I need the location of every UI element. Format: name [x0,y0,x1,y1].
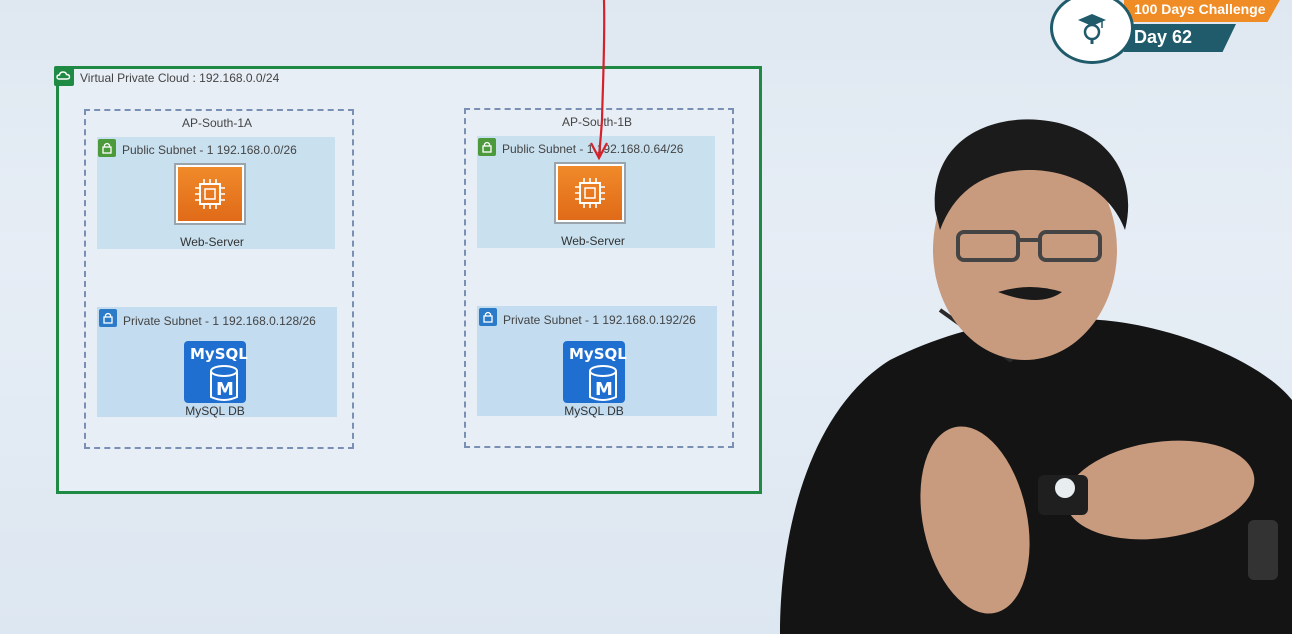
graduation-cap-icon [1078,14,1106,44]
challenge-title: 100 Days Challenge [1134,1,1266,17]
day-label: Day 62 [1134,27,1193,47]
cloud-icon [54,66,74,86]
public-subnet-b-label: Public Subnet - 1 192.168.0.64/26 [502,142,684,156]
mysql-db-a-label: MySQL DB [185,404,245,418]
vpc-label: Virtual Private Cloud : 192.168.0.0/24 [80,71,280,85]
presenter-figure [780,119,1292,634]
mysql-db-icon: MySQL M [563,341,627,403]
lock-icon [98,139,116,157]
lock-icon [479,308,497,326]
chip-icon [575,178,605,208]
public-subnet-a-label: Public Subnet - 1 192.168.0.0/26 [122,143,297,157]
private-subnet-a-label: Private Subnet - 1 192.168.0.128/26 [123,314,316,328]
mysql-logo-text: MySQL [190,345,248,363]
mysql-badge-letter: M [595,379,613,400]
mysql-db-icon: MySQL M [184,341,248,403]
zone-b-label: AP-South-1B [561,115,633,129]
day-banner [1124,24,1236,52]
ec2-instance-b [554,162,626,224]
zone-a-label: AP-South-1A [181,116,253,130]
lock-icon [478,138,496,156]
mysql-logo-text: MySQL [569,345,627,363]
mysql-db-b-label: MySQL DB [564,404,624,418]
private-subnet-b-label: Private Subnet - 1 192.168.0.192/26 [503,313,696,327]
availability-zone-a [84,109,354,449]
chip-icon [195,179,225,209]
ec2-instance-a [174,163,246,225]
web-server-a-label: Web-Server [180,235,244,249]
channel-logo [1050,0,1134,64]
web-server-b-label: Web-Server [561,234,625,248]
mysql-badge-letter: M [216,379,234,400]
lock-icon [99,309,117,327]
challenge-banner [1124,0,1280,22]
availability-zone-b [464,108,734,448]
annotation-arrow [590,0,608,161]
